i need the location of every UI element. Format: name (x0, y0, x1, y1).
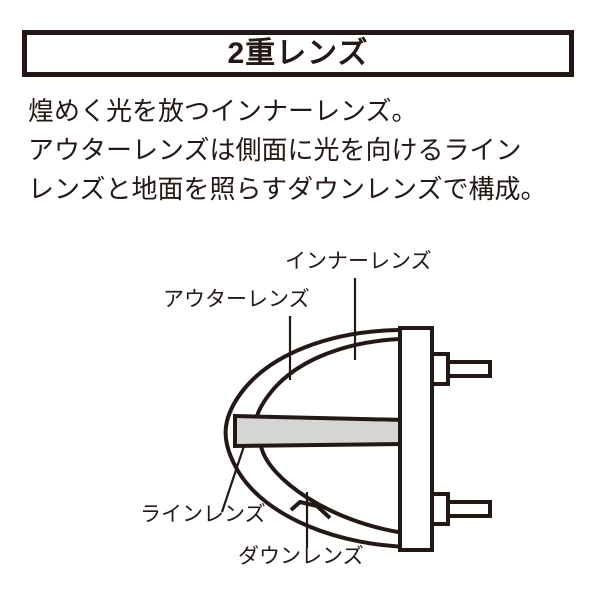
inner-lens-shell-lower (259, 445, 405, 535)
body-copy: 煌めく光を放つインナーレンズ。 アウターレンズは側面に光を向けるライン レンズと… (28, 92, 580, 209)
label-line-lens: ラインレンズ (140, 503, 266, 526)
lens-cross-section-diagram: インナーレンズ アウターレンズ ラインレンズ ダウンレンズ (0, 230, 600, 600)
line-lens-band (233, 413, 407, 449)
label-outer-lens: アウターレンズ (163, 288, 310, 311)
label-inner-lens: インナーレンズ (285, 250, 432, 273)
body-line-3: レンズと地面を照らすダウンレンズで構成。 (28, 174, 547, 204)
title-box: 2重レンズ (22, 30, 574, 77)
upper-bolt-shaft (446, 360, 492, 378)
lower-bolt-shaft (446, 500, 492, 518)
outer-lens-shell (223, 328, 414, 549)
body-line-2: アウターレンズは側面に光を向けるライン (28, 135, 522, 165)
label-down-lens: ダウンレンズ (238, 545, 364, 568)
down-lens-notch (289, 500, 332, 520)
lower-bolt-head (430, 492, 450, 526)
body-line-1: 煌めく光を放つインナーレンズ。 (28, 96, 418, 126)
mounting-plate (398, 326, 434, 552)
page-title: 2重レンズ (227, 36, 369, 70)
upper-bolt-head (430, 352, 450, 386)
